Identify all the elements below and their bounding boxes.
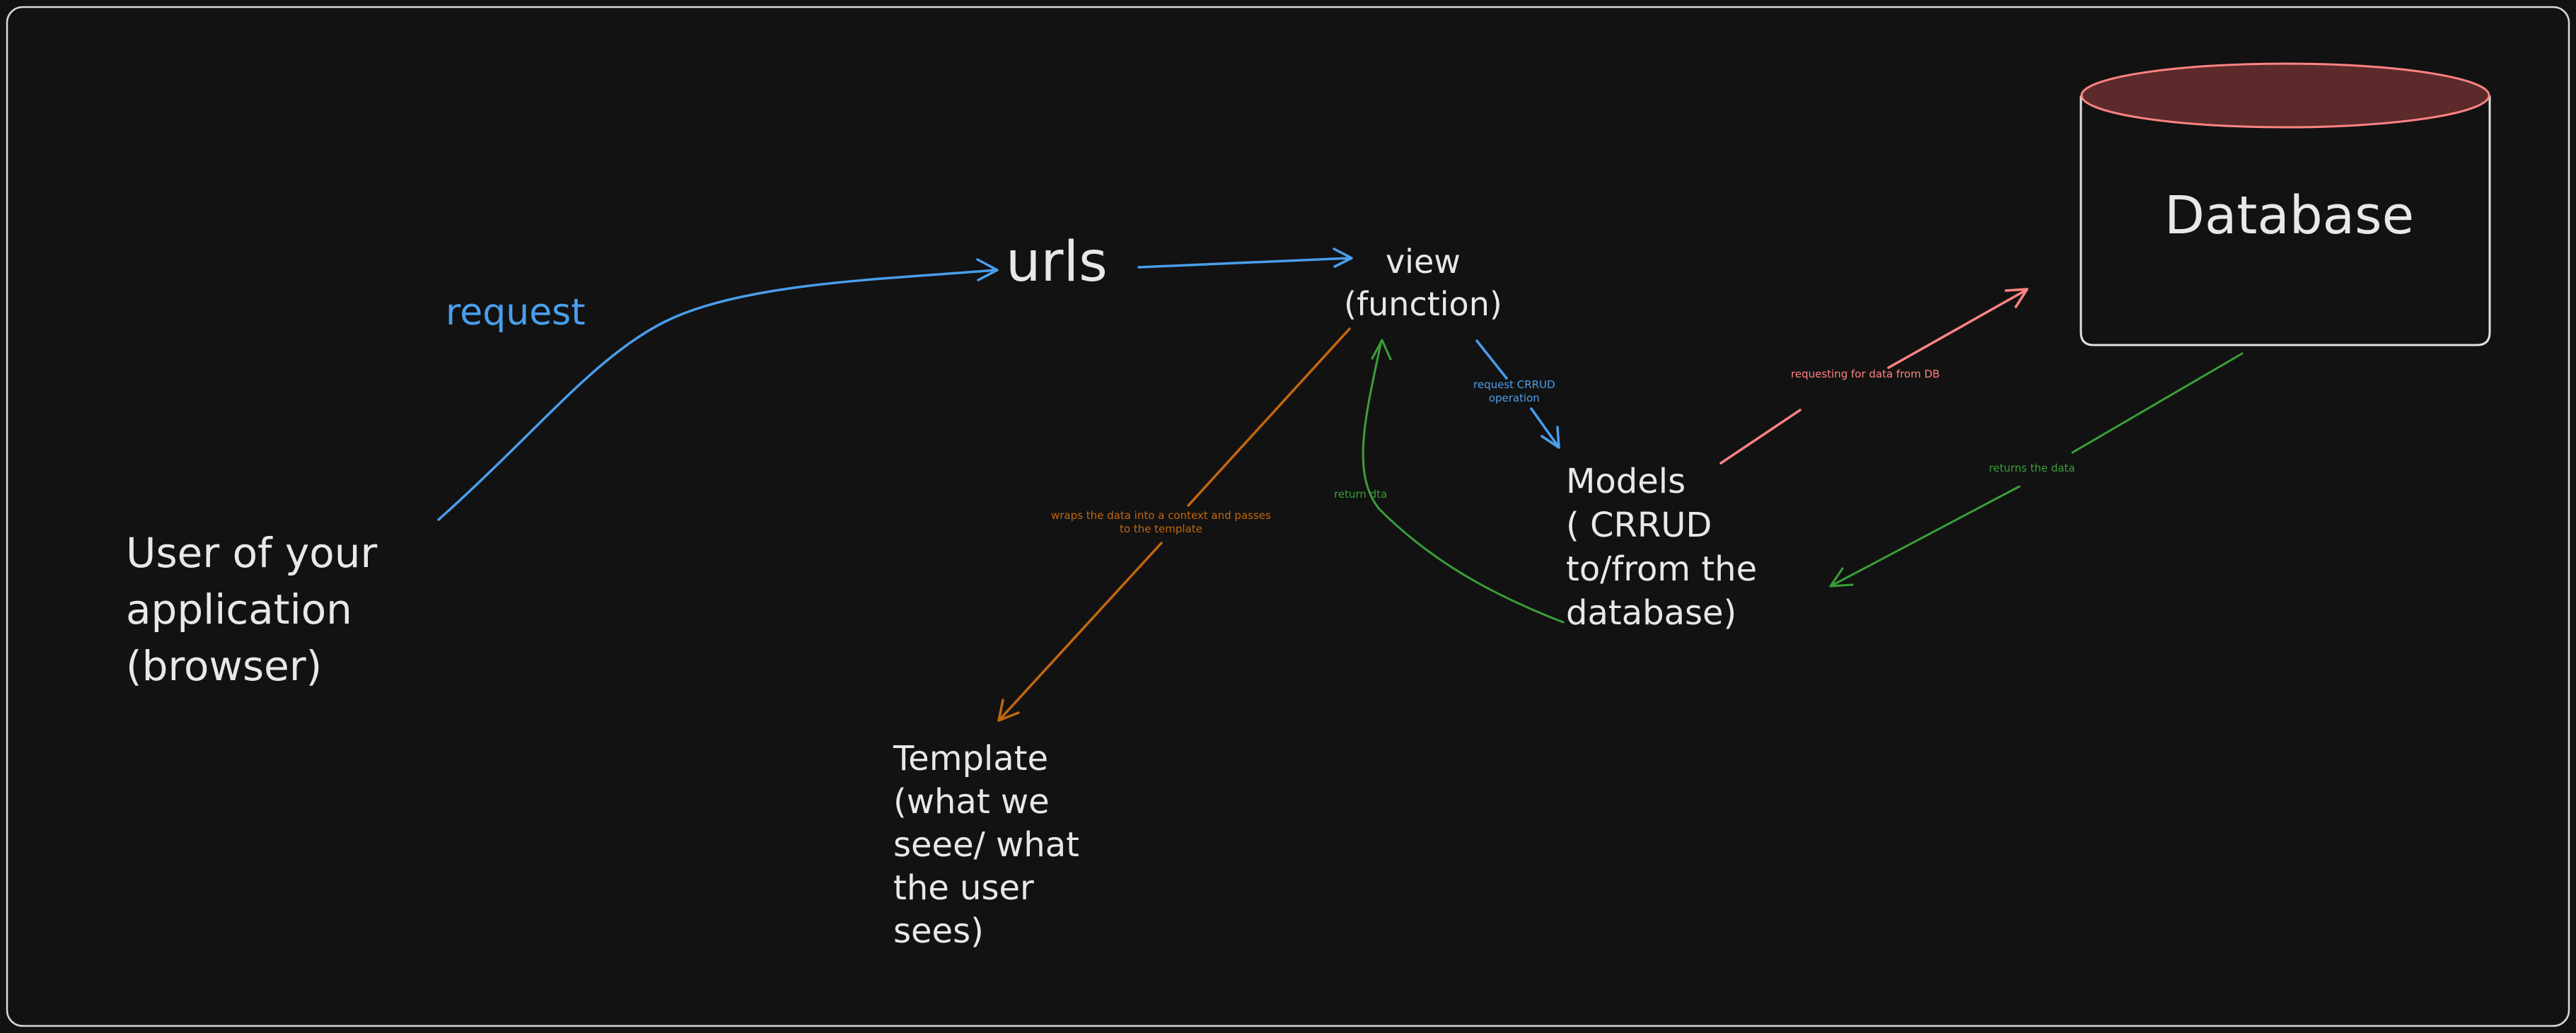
arrow-view-to-models-bottom — [1530, 407, 1559, 447]
models-node-label[interactable]: Models ( CRRUD to/from the database) — [1566, 462, 1758, 633]
arrow-urls-to-view — [1137, 257, 1352, 269]
arrow-db-to-models-upper — [2071, 352, 2244, 454]
arrow-models-to-db-upper — [1887, 288, 2028, 369]
return-dta-label: return dta — [1334, 488, 1388, 501]
arrow-models-to-db-lower — [1719, 409, 1802, 465]
returns-data-label: returns the data — [1989, 462, 2075, 474]
arrowhead-view-to-template — [997, 699, 1020, 722]
request-label: request — [446, 291, 586, 334]
wraps-data-label: wraps the data into a context and passes… — [1051, 509, 1271, 535]
arrowhead-view-to-models — [1541, 426, 1560, 449]
database-top — [2080, 62, 2490, 129]
requesting-db-label: requesting for data from DB — [1791, 368, 1940, 380]
view-node-label[interactable]: view (function) — [1344, 243, 1502, 323]
arrow-view-to-template-lower — [998, 542, 1163, 721]
arrowhead-models-to-db — [2004, 288, 2029, 308]
arrow-user-to-urls — [437, 269, 997, 521]
request-crrud-label: request CRRUD operation — [1473, 378, 1555, 404]
database-cylinder[interactable] — [2079, 62, 2491, 346]
arrowhead-models-to-view — [1371, 339, 1392, 361]
database-body — [2079, 95, 2491, 346]
arrow-view-to-template-upper — [1187, 327, 1351, 507]
frame-border — [6, 6, 2570, 1027]
arrowhead-urls-to-view — [1333, 247, 1353, 268]
arrow-view-to-models-top — [1475, 339, 1508, 380]
arrow-db-to-models-lower — [1831, 485, 2021, 587]
user-node-label[interactable]: User of your application (browser) — [126, 529, 378, 690]
template-node-label[interactable]: Template (what we seee/ what the user se… — [893, 739, 1079, 951]
database-node-label[interactable]: Database — [2164, 185, 2415, 246]
arrowhead-user-to-urls — [976, 258, 999, 281]
urls-node-label[interactable]: urls — [1006, 230, 1108, 294]
arrow-models-to-view — [1362, 339, 1565, 624]
arrowhead-db-to-models — [1829, 567, 1854, 588]
